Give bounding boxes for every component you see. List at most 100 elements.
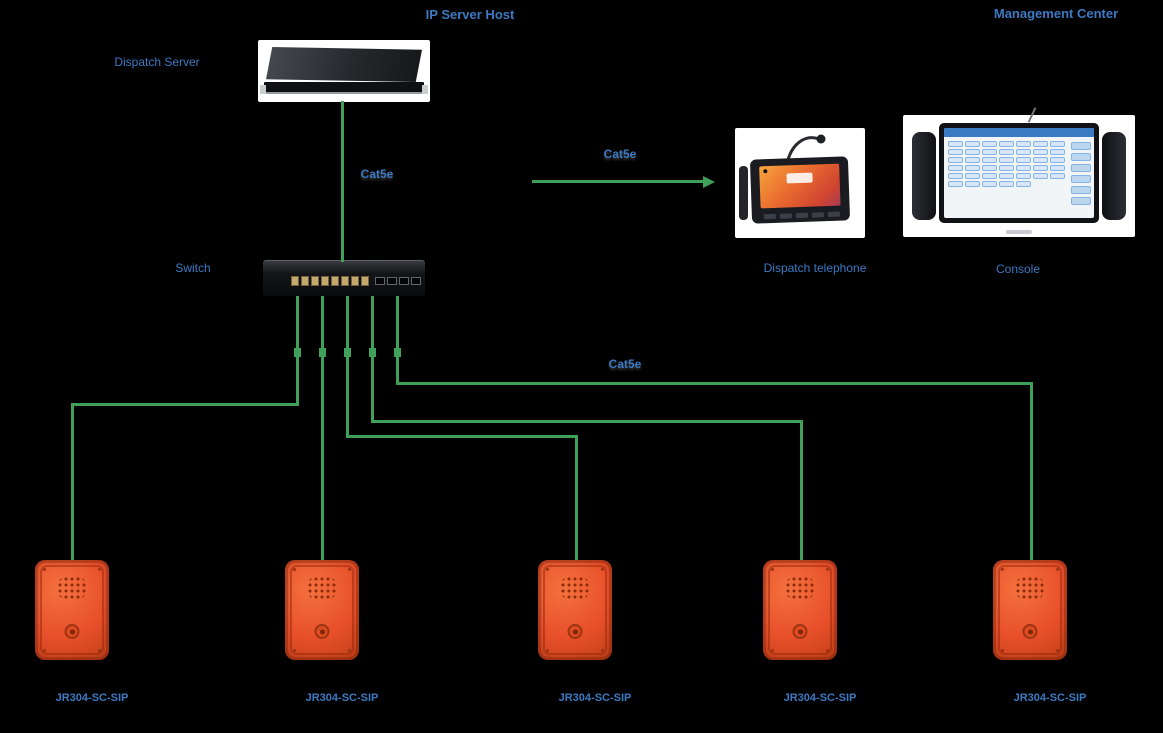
cable-connector <box>369 348 376 357</box>
dispatch-telephone-label: Dispatch telephone <box>763 261 867 275</box>
rj45-shape <box>331 276 339 286</box>
cable3-drop <box>575 435 578 560</box>
cable4-stub <box>371 296 374 423</box>
console-ui-header <box>944 128 1094 137</box>
pill-shape <box>1050 157 1065 163</box>
pill-shape <box>1050 141 1065 147</box>
server-chassis-front <box>264 82 424 94</box>
sip-intercom-2 <box>285 560 359 660</box>
call-button-icon <box>1022 624 1038 639</box>
pill-shape <box>965 157 980 163</box>
call-button-icon <box>792 624 808 639</box>
intercom-screws <box>43 568 46 571</box>
sip-intercom-4 <box>763 560 837 660</box>
pill-shape <box>1016 181 1031 187</box>
pill-shape <box>948 165 963 171</box>
pill-shape <box>965 181 980 187</box>
pill-shape <box>999 157 1014 163</box>
switch-label: Switch <box>175 261 211 275</box>
pill-shape <box>982 181 997 187</box>
console-handset-left <box>912 132 936 220</box>
phone-screen <box>759 163 841 209</box>
pill-shape <box>1033 149 1048 155</box>
cable-server-switch-label: Cat5e <box>360 167 394 181</box>
pkey-shape <box>763 213 776 220</box>
pill-shape <box>948 157 963 163</box>
cable3-stub <box>346 296 349 438</box>
pill-shape <box>1033 165 1048 171</box>
speaker-grille-icon <box>306 575 338 601</box>
speaker-grille-icon <box>56 575 88 601</box>
phone-handset <box>739 166 748 220</box>
intercom-frame <box>768 565 832 655</box>
ethernet-switch-image <box>263 260 425 296</box>
cable4-horizontal <box>371 420 803 423</box>
rj45-shape <box>291 276 299 286</box>
cable1-horizontal <box>71 403 299 406</box>
sip-intercom-1 <box>35 560 109 660</box>
sfp-shape <box>411 277 421 285</box>
pill-shape <box>1016 165 1031 171</box>
console-brand-mark <box>1006 230 1032 234</box>
pill-shape <box>999 141 1014 147</box>
phone-body <box>749 156 851 224</box>
sbtn-shape <box>1071 197 1091 205</box>
speaker-grille-icon <box>1014 575 1046 601</box>
pill-shape <box>948 173 963 179</box>
sfp-shape <box>399 277 409 285</box>
call-button-icon <box>64 624 80 639</box>
pill-shape <box>1033 141 1048 147</box>
intercom-frame <box>290 565 354 655</box>
cable1-drop <box>71 403 74 560</box>
pill-shape <box>982 173 997 179</box>
pill-shape <box>982 141 997 147</box>
intercom-4-label: JR304-SC-SIP <box>783 692 857 704</box>
intercom-screws <box>1001 568 1004 571</box>
server-rack-ear-left <box>260 85 266 94</box>
call-button-icon <box>314 624 330 639</box>
pill-shape <box>965 141 980 147</box>
intercom-screws <box>771 568 774 571</box>
pill-shape <box>999 173 1014 179</box>
management-center-title: Management Center <box>993 6 1119 21</box>
cable-to-intercoms-label: Cat5e <box>608 357 642 371</box>
switch-sfp-ports <box>375 277 421 285</box>
pkey-shape <box>795 212 808 219</box>
console-handset-right <box>1102 132 1126 220</box>
cable-arrowhead-icon <box>703 176 715 188</box>
sip-intercom-3 <box>538 560 612 660</box>
intercom-1-label: JR304-SC-SIP <box>55 692 129 704</box>
console-label: Console <box>995 262 1041 276</box>
pill-shape <box>1033 157 1048 163</box>
intercom-screws <box>293 568 296 571</box>
pill-shape <box>1050 165 1065 171</box>
console-key-grid <box>948 141 1068 214</box>
pill-shape <box>999 165 1014 171</box>
console-image <box>903 107 1135 237</box>
pill-shape <box>948 181 963 187</box>
cable5-horizontal <box>396 382 1033 385</box>
intercom-screws <box>546 568 549 571</box>
cable-server-switch <box>341 101 344 262</box>
rj45-shape <box>341 276 349 286</box>
cable4-drop <box>800 420 803 560</box>
console-screen <box>939 123 1099 223</box>
console-screen-ui <box>944 128 1094 218</box>
cable-to-phones-label: Cat5e <box>603 147 637 161</box>
pill-shape <box>948 141 963 147</box>
dispatch-telephone-image <box>735 128 865 238</box>
pill-shape <box>965 173 980 179</box>
rj45-shape <box>351 276 359 286</box>
cable-connector <box>319 348 326 357</box>
pill-shape <box>1016 141 1031 147</box>
console-side-menu <box>1071 142 1091 214</box>
pill-shape <box>999 149 1014 155</box>
intercom-5-label: JR304-SC-SIP <box>1013 692 1087 704</box>
pkey-shape <box>827 211 840 218</box>
cable-connector <box>294 348 301 357</box>
server-chassis-top <box>266 47 422 82</box>
switch-rj45-ports <box>291 276 369 286</box>
sbtn-shape <box>1071 153 1091 161</box>
pill-shape <box>1050 149 1065 155</box>
